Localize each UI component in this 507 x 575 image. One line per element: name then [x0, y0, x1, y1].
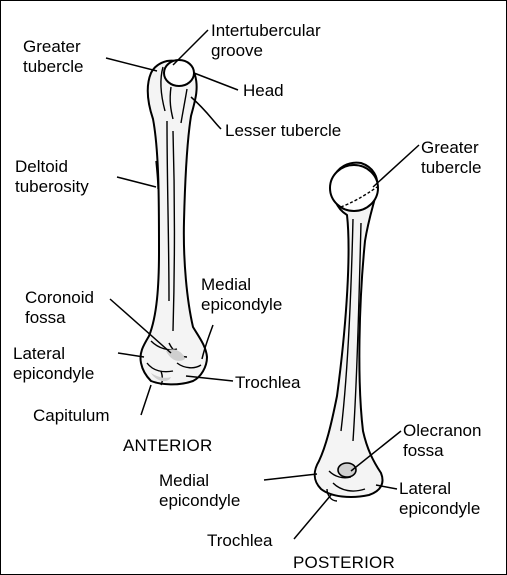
- label-anterior-intertubercular-groove: Intertubercular groove: [211, 21, 321, 61]
- label-posterior-trochlea: Trochlea: [207, 531, 273, 551]
- label-anterior-medial-epicondyle: Medial epicondyle: [201, 275, 282, 315]
- view-title-posterior: POSTERIOR: [293, 553, 395, 573]
- label-anterior-capitulum: Capitulum: [33, 406, 110, 426]
- anterior-humeral-head: [164, 60, 194, 86]
- label-posterior-lateral-epicondyle: Lateral epicondyle: [399, 479, 480, 519]
- label-anterior-head: Head: [243, 81, 284, 101]
- label-posterior-olecranon-fossa: Olecranon fossa: [403, 421, 481, 461]
- label-anterior-coronoid-fossa: Coronoid fossa: [25, 288, 94, 328]
- posterior-humeral-head: [330, 165, 378, 211]
- label-anterior-trochlea: Trochlea: [235, 373, 301, 393]
- label-anterior-greater-tubercle: Greater tubercle: [23, 37, 83, 77]
- label-anterior-lateral-epicondyle: Lateral epicondyle: [13, 344, 94, 384]
- label-anterior-lesser-tubercle: Lesser tubercle: [225, 121, 341, 141]
- view-title-anterior: ANTERIOR: [123, 436, 212, 456]
- label-posterior-greater-tubercle: Greater tubercle: [421, 138, 481, 178]
- label-posterior-medial-epicondyle: Medial epicondyle: [159, 471, 240, 511]
- label-anterior-deltoid-tuberosity: Deltoid tuberosity: [15, 157, 115, 197]
